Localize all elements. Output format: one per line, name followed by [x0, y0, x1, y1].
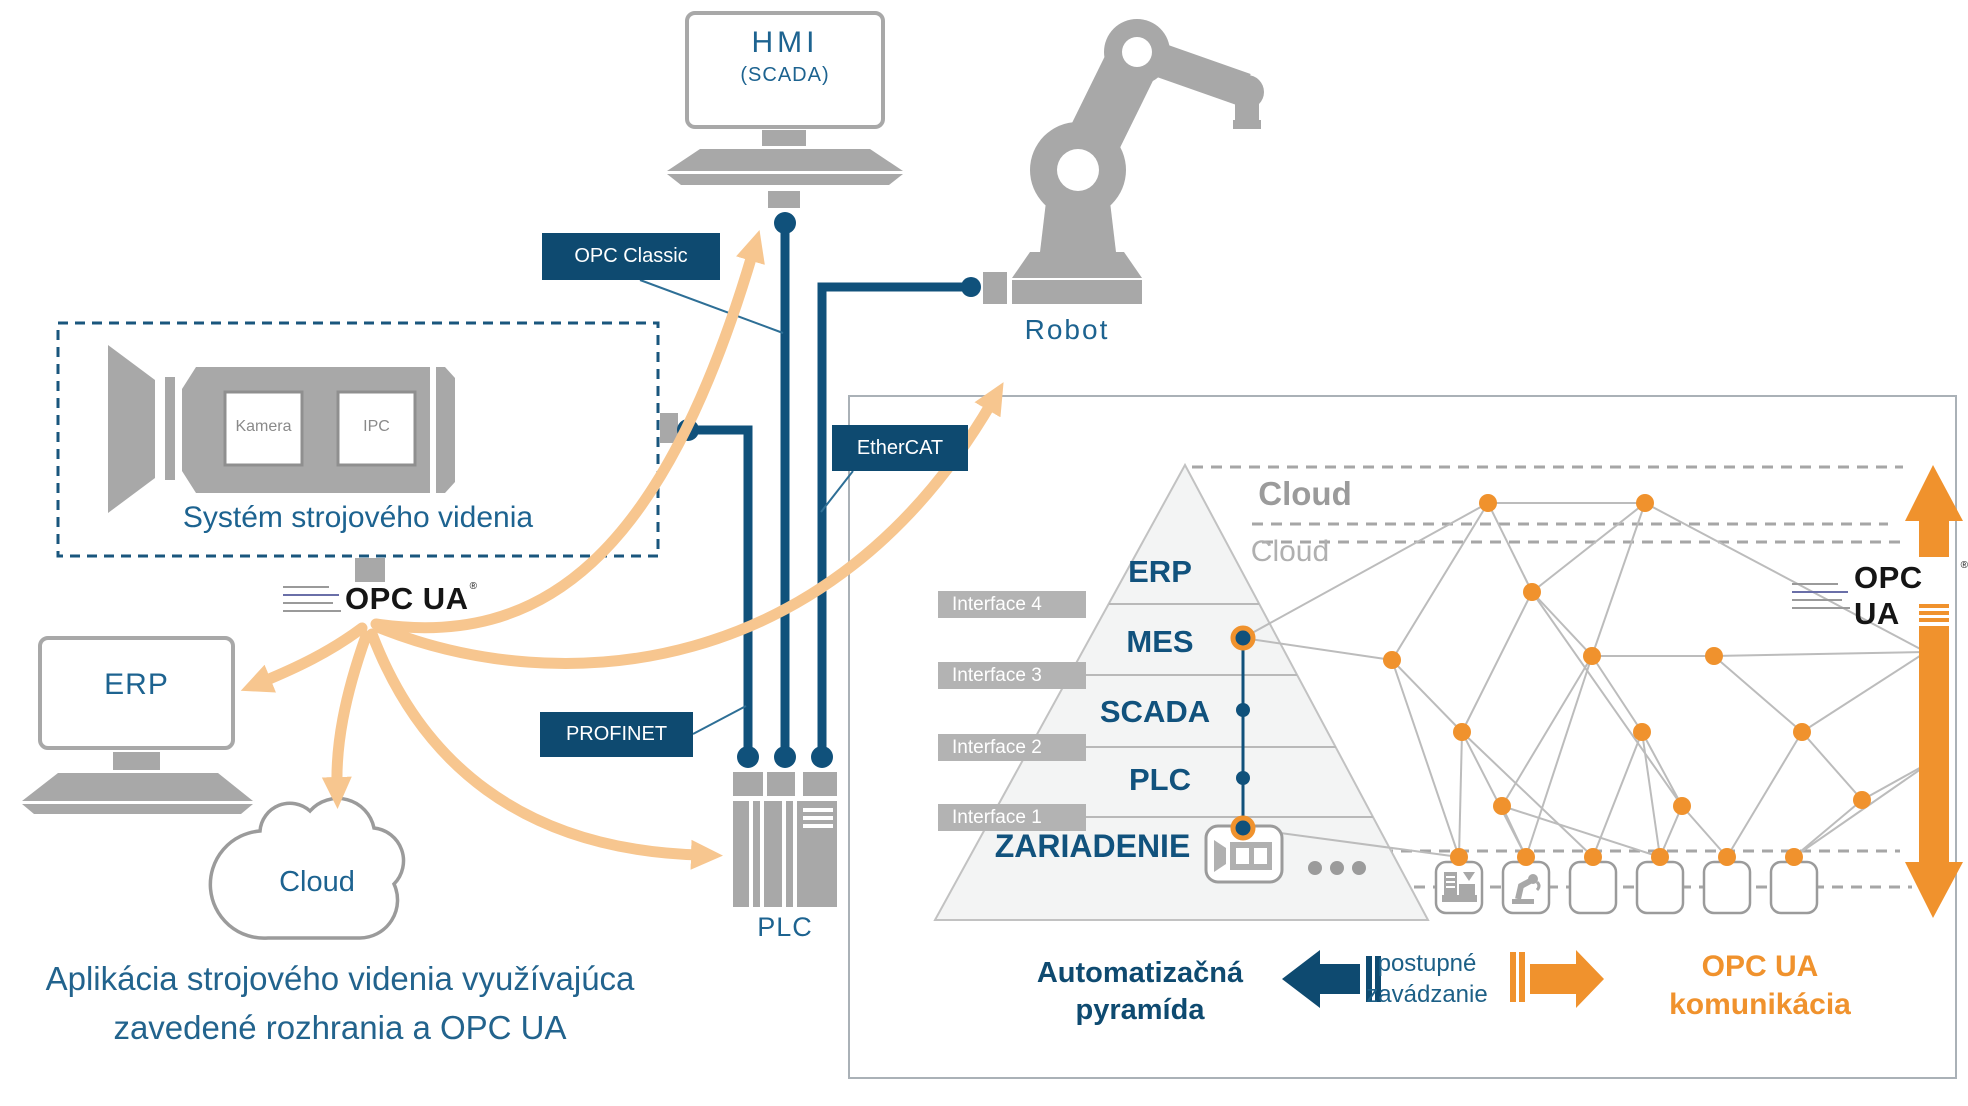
pyramid-level-plc: PLC — [1129, 762, 1191, 797]
profinet-line — [688, 425, 753, 757]
hmi-title: HMI — [751, 26, 819, 59]
opcua-mesh-edges — [1242, 502, 1935, 858]
robot-label: Robot — [1024, 314, 1110, 345]
fieldbus-lines — [688, 223, 971, 757]
ellipsis-dot — [1308, 861, 1322, 875]
orange-double-arrow — [1905, 465, 1963, 918]
arrow-to-hmi — [370, 229, 765, 634]
arrow-to-cloud — [321, 630, 372, 809]
device-box — [1702, 860, 1752, 915]
interface-2-label: Interface 2 — [938, 734, 1086, 761]
hmi-subtitle: (SCADA) — [740, 64, 830, 86]
ellipsis-dot — [1352, 861, 1366, 875]
camera-lens — [108, 345, 155, 513]
interface-3-label: Interface 3 — [938, 662, 1086, 689]
device-node-ringed — [1230, 815, 1256, 841]
opcua-mesh-nodes — [1383, 494, 1871, 815]
kamera-module — [223, 390, 304, 467]
legend-automation-line2: pyramída — [1075, 994, 1205, 1026]
opcua-speedlines-icon — [283, 583, 341, 615]
vision-dashed-box — [56, 321, 660, 558]
legend-gradual-transition: postupné zavádzanie — [1352, 948, 1502, 1010]
camera-icon — [1214, 840, 1226, 872]
arrow-to-plc — [366, 628, 723, 870]
erp-computer — [22, 636, 253, 814]
hmi-monitor — [667, 11, 903, 208]
profinet-label: PROFINET — [540, 712, 693, 757]
opcua-logo-text: OPC UA — [1854, 560, 1923, 631]
robot-arm-icon — [1512, 874, 1541, 904]
camera-right-connector — [660, 413, 678, 443]
opcua-logo-right: OPC UA ® — [1792, 560, 1968, 632]
opc-classic-label: OPC Classic — [542, 233, 720, 280]
plc-label: PLC — [757, 912, 813, 942]
ethercat-line — [817, 282, 971, 757]
pyramid-opcua-line — [1230, 625, 1256, 841]
left-arrow-icon — [1282, 950, 1360, 1008]
interface-4-label: Interface 4 — [938, 591, 1086, 618]
device-nodes — [1450, 848, 1803, 866]
device-boxes — [1434, 848, 1819, 915]
cloud-shape — [208, 796, 406, 940]
ipc-module — [336, 390, 417, 467]
camera-bottom-connector — [355, 558, 385, 582]
legend-opcua-line1: OPC UA — [1701, 950, 1819, 983]
legend-automation-pyramid: Automatizačná pyramída — [1000, 955, 1280, 1029]
ethercat-label: EtherCAT — [832, 425, 968, 471]
legend-opcua-communication: OPC UA komunikácia — [1630, 948, 1890, 1024]
pyramid-level-mes: MES — [1126, 624, 1194, 659]
interface-1-label: Interface 1 — [938, 804, 1086, 831]
legend-transition-line1: postupné — [1377, 950, 1477, 977]
pyramid-level-zariadenie: ZARIADENIE — [994, 828, 1191, 864]
robot-figure — [983, 19, 1264, 304]
opcua-logo-text: OPC UA — [345, 581, 469, 616]
device-box — [1568, 860, 1618, 915]
right-arrow-icon — [1530, 950, 1604, 1008]
opcua-speedlines-icon — [1792, 580, 1850, 612]
legend-opcua-line2: komunikácia — [1669, 988, 1851, 1021]
mes-node-ringed — [1230, 625, 1256, 651]
molding-machine-icon — [1442, 872, 1477, 902]
protocol-callouts — [639, 279, 854, 735]
ipc-label: IPC — [363, 418, 390, 435]
device-box — [1501, 860, 1551, 915]
pyramid-level-erp: ERP — [1128, 554, 1192, 589]
pyramid-level-scada: SCADA — [1099, 694, 1211, 729]
panel-cloud-bold-label: Cloud — [1258, 475, 1352, 512]
caption-line1: Aplikácia strojového videnia využívajúca — [45, 960, 635, 997]
vision-system-caption: Systém strojového videnia — [182, 501, 534, 534]
device-box — [1769, 860, 1819, 915]
cloud-label: Cloud — [279, 866, 355, 898]
legend-automation-line1: Automatizačná — [1036, 957, 1244, 989]
bottom-caption: Aplikácia strojového videnia využívajúca… — [40, 954, 640, 1052]
panel-cloud-light-label: Cloud — [1250, 535, 1330, 568]
opcua-logo-left: OPC UA ® — [283, 581, 477, 617]
ellipsis-dot — [1330, 861, 1344, 875]
plc-rack — [733, 772, 837, 907]
arrow-to-robot — [374, 382, 1004, 669]
legend-arrows — [1282, 950, 1604, 1008]
kamera-label: Kamera — [235, 418, 292, 435]
fieldbus-endpoints — [677, 212, 981, 768]
opcua-fan-arrows — [240, 229, 1004, 870]
registered-mark: ® — [469, 581, 477, 592]
erp-label: ERP — [104, 668, 169, 701]
device-box — [1635, 860, 1685, 915]
registered-mark: ® — [1960, 560, 1968, 571]
legend-transition-line2: zavádzanie — [1366, 981, 1488, 1008]
arrow-to-erp — [240, 622, 368, 693]
caption-line2: zavedené rozhrania a OPC UA — [113, 1009, 567, 1046]
vision-system — [56, 321, 678, 582]
